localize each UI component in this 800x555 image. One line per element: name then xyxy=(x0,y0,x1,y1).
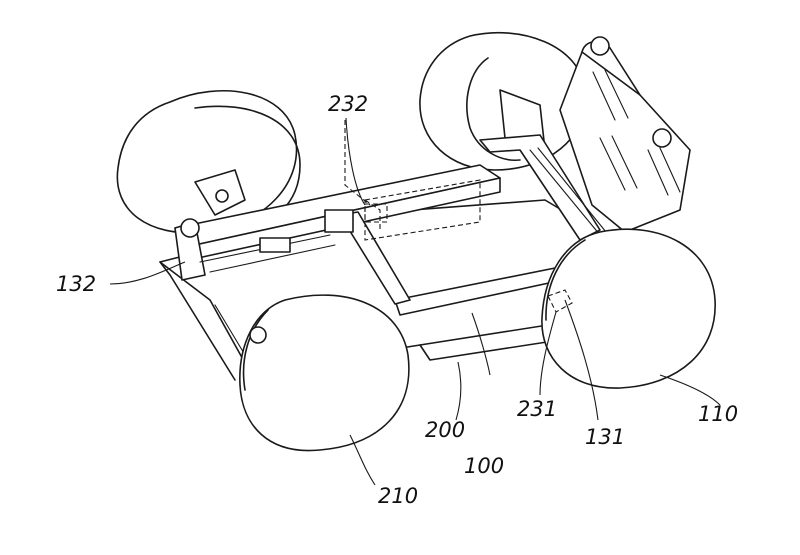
back-plate xyxy=(499,36,691,233)
front-left-wheel xyxy=(239,294,410,452)
label-100: 100 xyxy=(464,454,504,478)
leader-lines xyxy=(109,117,721,486)
label-131: 131 xyxy=(585,425,625,449)
label-132: 132 xyxy=(56,272,96,296)
label-110: 110 xyxy=(698,402,738,426)
label-232: 232 xyxy=(328,92,368,116)
front-right-wheel xyxy=(541,228,716,389)
label-231: 231 xyxy=(517,397,557,421)
label-210: 210 xyxy=(378,484,418,508)
label-200: 200 xyxy=(425,418,465,442)
hidden-part-232 xyxy=(344,120,481,241)
